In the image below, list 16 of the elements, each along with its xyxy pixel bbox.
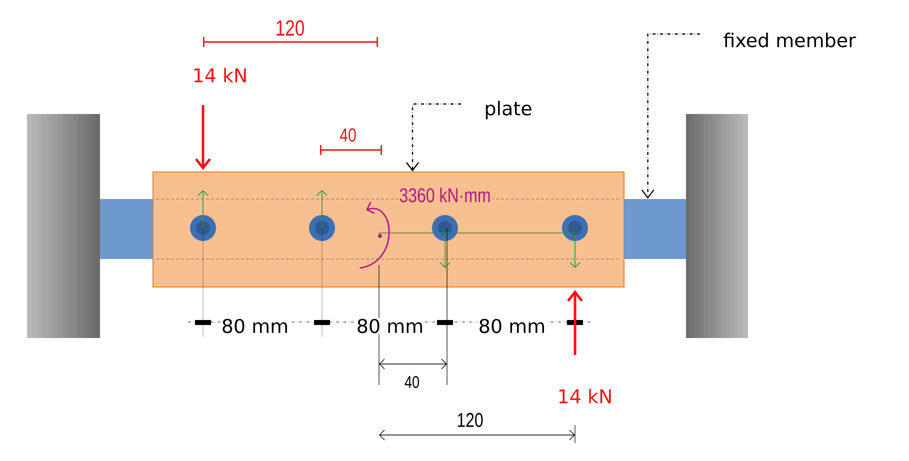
dimension-label: 120: [458, 412, 483, 428]
dimension-label: 120: [276, 20, 304, 36]
dimension-label: 14 kN: [559, 388, 611, 404]
dimension-label: 80 mm: [477, 318, 547, 334]
leader-line: [641, 33, 700, 199]
dimension-label: 80 mm: [355, 318, 425, 334]
moment-label: 3360 kN·mm: [398, 186, 492, 204]
callout-label: fixed member: [724, 32, 856, 48]
member-bar: [624, 199, 686, 259]
leader-line: [406, 103, 461, 172]
dimension-label: 40: [404, 376, 420, 388]
dimension-label: 40: [340, 128, 356, 142]
callout-label: plate: [486, 100, 532, 120]
dimension-label: 14 kN: [194, 68, 246, 82]
dimension-label: 80 mm: [220, 318, 290, 334]
plate-drawing: [152, 172, 624, 288]
